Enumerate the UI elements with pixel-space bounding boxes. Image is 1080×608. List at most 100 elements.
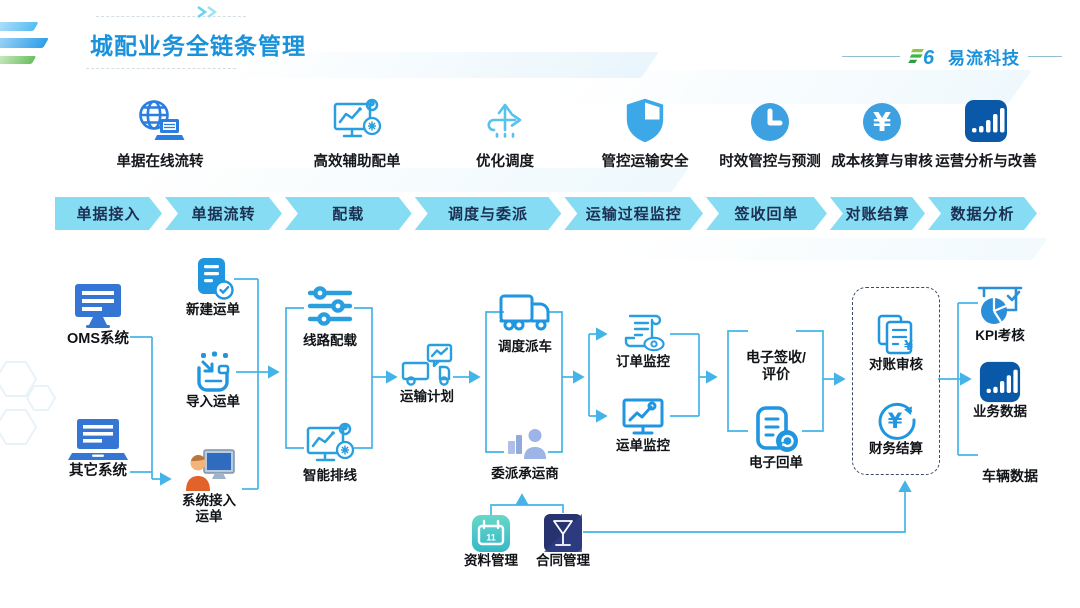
- process-step: 配载: [285, 197, 412, 230]
- svg-text:¥: ¥: [904, 339, 913, 354]
- svg-text:¥: ¥: [873, 108, 891, 138]
- node-reconciliation: ¥ 对账审核: [859, 313, 933, 373]
- node-label: 资料管理: [464, 553, 518, 568]
- clock-icon: [751, 103, 789, 141]
- process-band: 单据接入 单据流转 配载 调度与委派 运输过程监控 签收回单 对账结算 数据分析: [55, 197, 1037, 230]
- svg-text:¥: ¥: [888, 409, 903, 433]
- user-computer-icon: [186, 449, 235, 491]
- node-label: 智能排线: [303, 468, 357, 483]
- feature-label: 时效管控与预测: [719, 154, 821, 170]
- mini-chevron-icon: [197, 6, 218, 18]
- node-label: OMS系统: [66, 331, 130, 347]
- document-check-icon: [198, 258, 234, 300]
- node-smart-routing: 智能排线: [293, 422, 367, 484]
- brand-logo: 6 易流科技: [842, 44, 1062, 69]
- node-business-data: 业务数据: [963, 360, 1037, 420]
- process-step: 单据接入: [55, 197, 162, 230]
- import-tray-icon: [197, 351, 230, 392]
- svg-text:11: 11: [486, 533, 496, 543]
- node-data-mgmt: 11 资料管理: [455, 515, 527, 569]
- page-title: 城配业务全链条管理: [90, 33, 306, 59]
- goblet-icon: [544, 514, 582, 552]
- monitor-trend-icon: [622, 398, 664, 435]
- node-system-access-waybill: 系统接入 运单: [168, 447, 250, 525]
- node-label: 系统接入: [182, 493, 236, 508]
- node-new-waybill: 新建运单: [176, 256, 250, 318]
- node-label: 对账审核: [869, 357, 923, 372]
- monitor-chart-icon: [306, 422, 355, 462]
- node-label: 运单监控: [616, 438, 670, 453]
- feature-operation-analysis: 运营分析与改善: [921, 98, 1051, 171]
- truck-bubble-icon: [401, 343, 453, 386]
- brand-rule-right: [1028, 56, 1062, 57]
- brand-rule-left: [842, 56, 900, 57]
- feature-assisted-allocation: 高效辅助配单: [292, 98, 422, 171]
- node-kpi: KPI考核: [963, 284, 1037, 344]
- node-label: 其它系统: [69, 463, 127, 479]
- feature-label: 运营分析与改善: [935, 154, 1037, 170]
- feature-transport-safety: 管控运输安全: [580, 98, 710, 171]
- feature-online-docs: 单据在线流转: [95, 98, 225, 171]
- pie-board-icon: [977, 286, 1023, 324]
- node-label: 导入运单: [186, 394, 240, 409]
- process-step: 运输过程监控: [564, 197, 703, 230]
- process-step: 单据流转: [165, 197, 282, 230]
- feature-time-control: 时效管控与预测: [705, 98, 835, 171]
- svg-text:6: 6: [923, 47, 935, 69]
- feature-label: 高效辅助配单: [313, 154, 401, 170]
- document-refresh-icon: [756, 406, 798, 452]
- feature-optimized-dispatch: 优化调度: [440, 98, 570, 171]
- bar-chart-icon: [979, 361, 1021, 403]
- node-ereceipt: 电子回单: [737, 405, 815, 471]
- invoices-yen-icon: ¥: [877, 314, 913, 355]
- node-label: KPI考核: [975, 328, 1025, 343]
- settlement-group-box: [852, 287, 940, 475]
- node-finance-settle: ¥ 财务结算: [859, 399, 933, 457]
- node-label: 新建运单: [186, 302, 240, 317]
- laptop-icon: [68, 419, 128, 460]
- process-step: 对账结算: [830, 197, 925, 230]
- title-dash-bottom: [86, 68, 236, 69]
- node-delegate-carrier: 委派承运商: [478, 428, 572, 482]
- bar-chart-icon: [965, 100, 1007, 142]
- node-oms-system: OMS系统: [55, 281, 141, 348]
- node-other-system: 其它系统: [55, 417, 141, 480]
- node-label: 电子签收/: [746, 349, 806, 365]
- node-esign: 电子签收/ 评价: [733, 349, 819, 383]
- process-step: 签收回单: [706, 197, 827, 230]
- brand-name: 易流科技: [948, 49, 1020, 68]
- calendar-icon: 11: [472, 515, 510, 552]
- node-dispatch: 调度派车: [486, 291, 564, 355]
- route-arrows-icon: [487, 103, 522, 141]
- node-label: 运单: [195, 509, 223, 525]
- node-label: 电子回单: [749, 455, 803, 470]
- node-route-loading: 线路配载: [293, 285, 367, 349]
- node-label: 订单监控: [616, 354, 670, 369]
- e6-logo-icon: 6: [908, 47, 935, 69]
- monitor-chart-icon: [333, 98, 382, 138]
- process-step: 数据分析: [928, 197, 1037, 230]
- node-label: 合同管理: [536, 553, 590, 568]
- node-label: 运输计划: [400, 389, 454, 404]
- feature-label: 单据在线流转: [116, 154, 204, 170]
- node-order-monitor: 订单监控: [606, 310, 680, 370]
- feature-cost-audit: ¥ 成本核算与审核: [817, 98, 947, 171]
- node-label: 车辆数据: [982, 468, 1038, 484]
- process-step: 调度与委派: [415, 197, 562, 230]
- node-contract-mgmt: 合同管理: [527, 513, 599, 569]
- node-label: 线路配载: [303, 333, 357, 348]
- node-transport-plan: 运输计划: [390, 343, 464, 405]
- node-label: 业务数据: [973, 404, 1027, 419]
- node-label: 委派承运商: [491, 466, 559, 481]
- node-waybill-monitor: 运单监控: [606, 396, 680, 454]
- feature-label: 优化调度: [476, 154, 534, 170]
- node-vehicle-data: 车辆数据: [968, 468, 1052, 485]
- node-import-waybill: 导入运单: [176, 350, 250, 410]
- title-dash-top: [96, 16, 246, 17]
- feature-label: 管控运输安全: [601, 154, 689, 170]
- desktop-icon: [75, 284, 121, 328]
- yen-cycle-icon: ¥: [878, 402, 916, 440]
- node-label: 调度派车: [498, 339, 552, 354]
